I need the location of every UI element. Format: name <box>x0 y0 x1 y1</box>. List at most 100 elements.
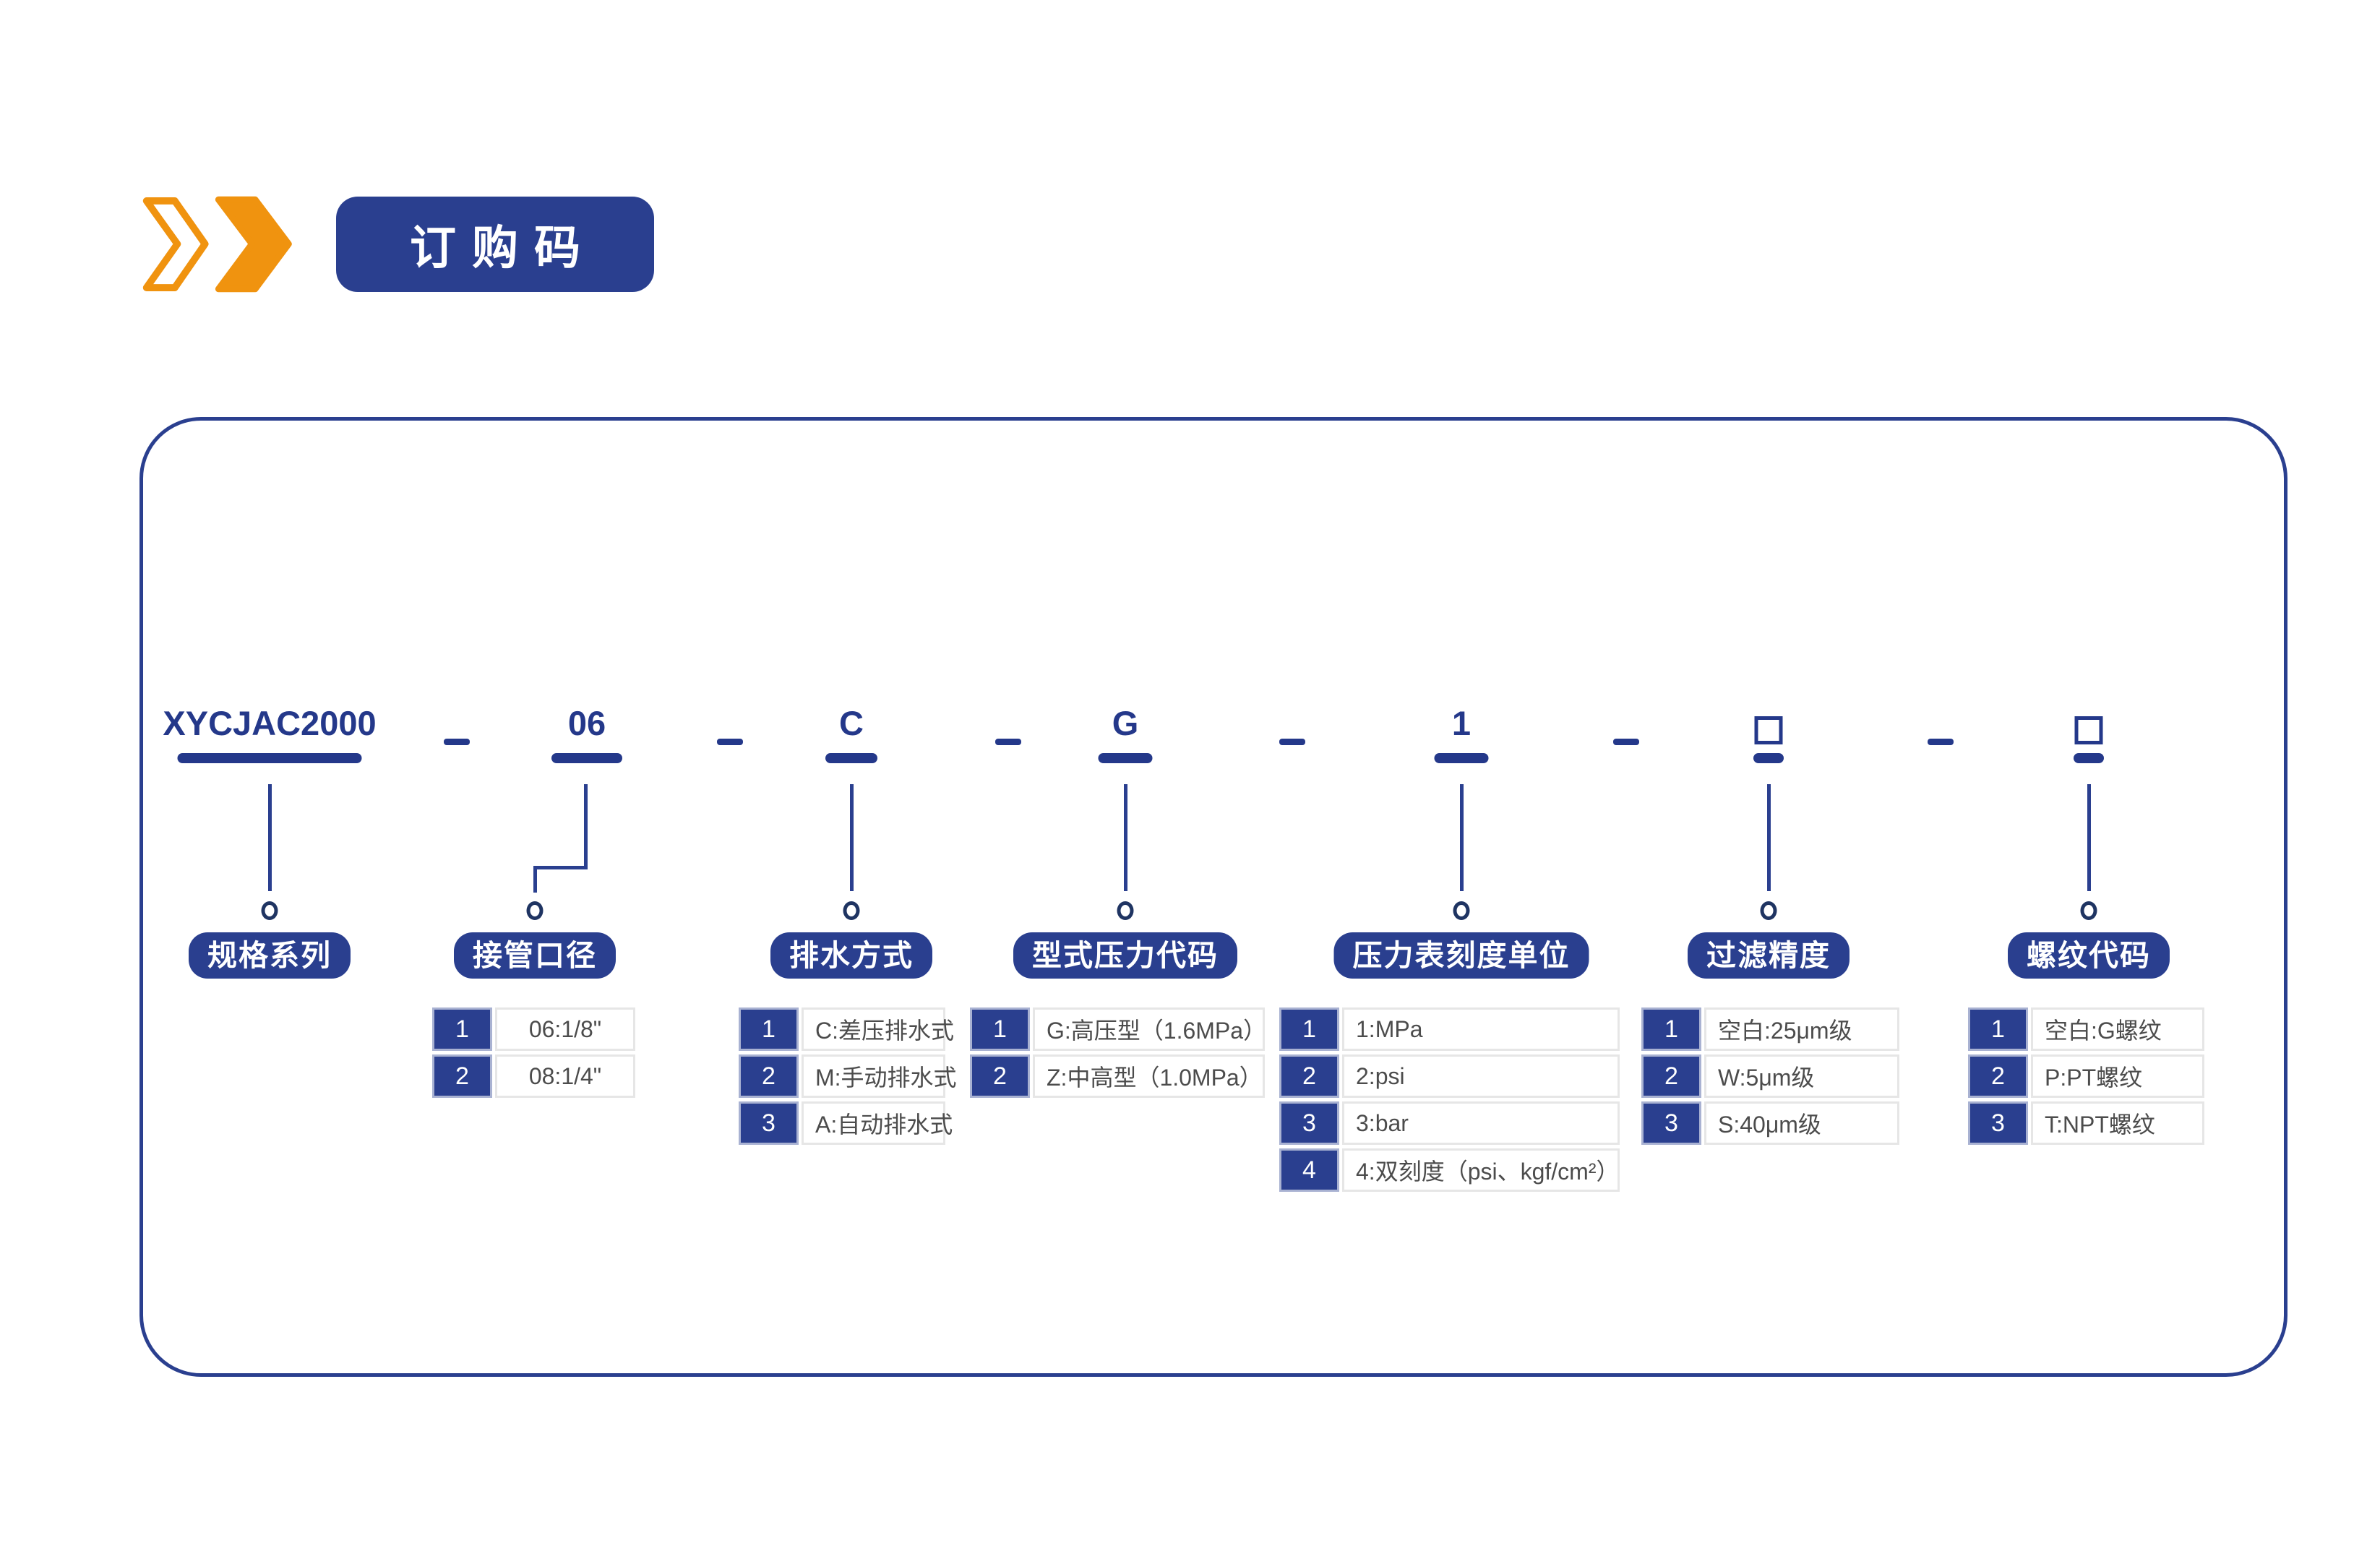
table-row: 2 W:5μm级 <box>1641 1054 1899 1098</box>
option-table-thread: 1 空白:G螺纹 2 P:PT螺纹 3 T:NPT螺纹 <box>1968 1007 2204 1148</box>
option-label-port-size: 接管口径 <box>454 932 616 979</box>
option-label-drain: 排水方式 <box>770 932 932 979</box>
connector-line <box>584 784 588 869</box>
connector-line <box>2087 784 2091 891</box>
table-row: 2 P:PT螺纹 <box>1968 1054 2204 1098</box>
connector-circle <box>1760 901 1777 920</box>
row-number: 2 <box>1279 1054 1339 1098</box>
code-segment-gauge-unit: 1 <box>1451 704 1472 742</box>
option-table-gauge-unit: 1 1:MPa 2 2:psi 3 3:bar 4 4:双刻度（psi、kgf/… <box>1279 1007 1620 1195</box>
double-chevron-icon <box>142 196 292 293</box>
row-number: 4 <box>1279 1148 1339 1192</box>
row-number: 1 <box>432 1007 492 1051</box>
row-value: 08:1/4" <box>495 1054 635 1098</box>
code-separator <box>995 739 1021 745</box>
table-row: 2 2:psi <box>1279 1054 1620 1098</box>
code-placeholder-square-thread <box>2074 716 2103 744</box>
row-number: 3 <box>1279 1101 1339 1145</box>
code-separator <box>717 739 743 745</box>
connector-circle <box>1117 901 1134 920</box>
code-segment-series: XYCJAC2000 <box>163 704 377 742</box>
row-number: 3 <box>1968 1101 2028 1145</box>
option-label-filtration: 过滤精度 <box>1688 932 1850 979</box>
row-value: M:手动排水式 <box>802 1054 957 1098</box>
row-value: 3:bar <box>1342 1101 1620 1145</box>
connector-circle <box>1453 901 1470 920</box>
code-placeholder-square-filtration <box>1754 716 1783 744</box>
connector-line <box>1460 784 1464 891</box>
table-row: 3 A:自动排水式 <box>739 1101 953 1145</box>
connector-circle <box>261 901 278 920</box>
row-value: 06:1/8" <box>495 1007 635 1051</box>
table-row: 2 08:1/4" <box>432 1054 635 1098</box>
table-row: 1 1:MPa <box>1279 1007 1620 1051</box>
table-row: 2 Z:中高型（1.0MPa） <box>970 1054 1265 1098</box>
row-number: 1 <box>1968 1007 2028 1051</box>
code-separator <box>444 739 470 745</box>
option-table-drain: 1 C:差压排水式 2 M:手动排水式 3 A:自动排水式 <box>739 1007 957 1148</box>
row-number: 1 <box>739 1007 799 1051</box>
row-number: 2 <box>1968 1054 2028 1098</box>
row-value: 空白:G螺纹 <box>2031 1007 2204 1051</box>
code-segment-pressure-type: G <box>1112 704 1139 742</box>
row-value: Z:中高型（1.0MPa） <box>1033 1054 1265 1098</box>
row-value: 4:双刻度（psi、kgf/cm²） <box>1342 1148 1620 1192</box>
code-segment-drain: C <box>839 704 864 742</box>
code-separator <box>1928 739 1954 745</box>
code-underline <box>825 753 877 763</box>
table-row: 1 空白:25μm级 <box>1641 1007 1899 1051</box>
row-number: 2 <box>1641 1054 1701 1098</box>
code-separator <box>1613 739 1639 745</box>
row-number: 2 <box>739 1054 799 1098</box>
order-code-frame <box>139 417 2287 1377</box>
row-value: C:差压排水式 <box>802 1007 954 1051</box>
code-underline <box>2074 753 2104 763</box>
code-segment-port-size: 06 <box>567 704 606 742</box>
option-label-series: 规格系列 <box>189 932 351 979</box>
connector-line <box>1767 784 1771 891</box>
table-row: 1 06:1/8" <box>432 1007 635 1051</box>
row-number: 2 <box>970 1054 1030 1098</box>
row-value: P:PT螺纹 <box>2031 1054 2204 1098</box>
table-row: 4 4:双刻度（psi、kgf/cm²） <box>1279 1148 1620 1192</box>
connector-line <box>533 866 537 893</box>
option-table-filtration: 1 空白:25μm级 2 W:5μm级 3 S:40μm级 <box>1641 1007 1899 1148</box>
code-underline <box>177 753 362 763</box>
code-underline <box>1098 753 1153 763</box>
table-row: 3 T:NPT螺纹 <box>1968 1101 2204 1145</box>
row-value: A:自动排水式 <box>802 1101 953 1145</box>
row-value: 2:psi <box>1342 1054 1620 1098</box>
connector-circle <box>843 901 860 920</box>
row-value: T:NPT螺纹 <box>2031 1101 2204 1145</box>
row-number: 3 <box>739 1101 799 1145</box>
row-value: 1:MPa <box>1342 1007 1620 1051</box>
connector-line <box>1124 784 1127 891</box>
code-underline <box>1434 753 1489 763</box>
connector-line <box>533 866 588 869</box>
code-underline <box>1753 753 1784 763</box>
row-number: 1 <box>970 1007 1030 1051</box>
option-label-thread: 螺纹代码 <box>2008 932 2170 979</box>
code-underline <box>551 753 622 763</box>
row-value: 空白:25μm级 <box>1704 1007 1899 1051</box>
table-row: 1 C:差压排水式 <box>739 1007 954 1051</box>
code-separator <box>1279 739 1305 745</box>
connector-line <box>850 784 854 891</box>
row-number: 1 <box>1279 1007 1339 1051</box>
connector-circle <box>2080 901 2097 920</box>
table-row: 3 3:bar <box>1279 1101 1620 1145</box>
row-number: 1 <box>1641 1007 1701 1051</box>
table-row: 1 G:高压型（1.6MPa） <box>970 1007 1266 1051</box>
row-value: G:高压型（1.6MPa） <box>1033 1007 1266 1051</box>
row-value: W:5μm级 <box>1704 1054 1899 1098</box>
row-number: 2 <box>432 1054 492 1098</box>
option-label-pressure-type: 型式压力代码 <box>1013 932 1237 979</box>
table-row: 3 S:40μm级 <box>1641 1101 1899 1145</box>
table-row: 1 空白:G螺纹 <box>1968 1007 2204 1051</box>
option-label-gauge-unit: 压力表刻度单位 <box>1333 932 1589 979</box>
option-table-pressure-type: 1 G:高压型（1.6MPa） 2 Z:中高型（1.0MPa） <box>970 1007 1266 1101</box>
connector-circle <box>526 901 544 920</box>
row-value: S:40μm级 <box>1704 1101 1899 1145</box>
option-table-port-size: 1 06:1/8" 2 08:1/4" <box>432 1007 635 1101</box>
